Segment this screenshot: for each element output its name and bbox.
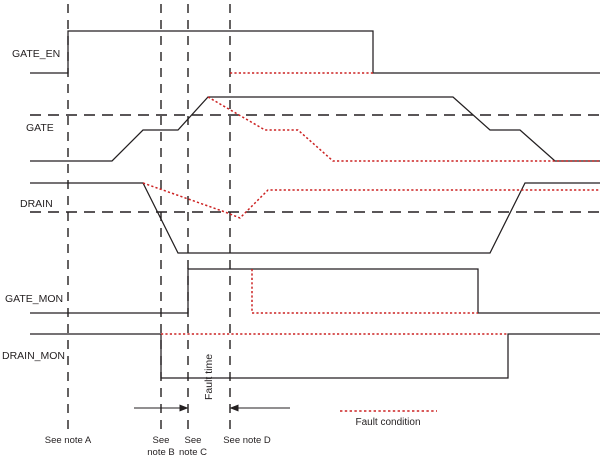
signal-trace-drain-mon xyxy=(30,333,600,379)
signal-label-gate: GATE xyxy=(26,122,54,134)
threshold-lines-group xyxy=(30,114,600,213)
signal-label-drain-mon: DRAIN_MON xyxy=(2,350,65,362)
note-label-a: See note A xyxy=(45,435,92,446)
signal-trace-drain xyxy=(30,182,600,254)
signal-labels-group: GATE_EN GATE DRAIN GATE_MON DRAIN_MON xyxy=(2,48,65,362)
signal-label-gate-mon: GATE_MON xyxy=(5,293,63,305)
legend: Fault condition xyxy=(340,410,437,428)
signal-traces-group xyxy=(30,30,600,379)
signal-trace-gate-mon xyxy=(30,268,600,314)
fault-trace-drain xyxy=(142,182,600,219)
fault-trace-gate-mon xyxy=(251,269,478,314)
note-label-b-line2: note B xyxy=(147,447,174,458)
fault-time-annotation: Fault time xyxy=(134,354,290,412)
fault-trace-gate xyxy=(207,96,600,162)
note-label-d: See note D xyxy=(223,435,271,446)
note-label-c-line2: note C xyxy=(179,447,207,458)
signal-trace-gate xyxy=(30,96,600,162)
fault-time-label: Fault time xyxy=(203,354,215,400)
signal-trace-gate-en xyxy=(30,30,600,74)
signal-label-drain: DRAIN xyxy=(20,198,53,210)
note-label-b-line1: See xyxy=(153,435,170,446)
note-label-c-line1: See xyxy=(185,435,202,446)
legend-label-0: Fault condition xyxy=(355,417,420,428)
signal-label-gate-en: GATE_EN xyxy=(12,48,60,60)
